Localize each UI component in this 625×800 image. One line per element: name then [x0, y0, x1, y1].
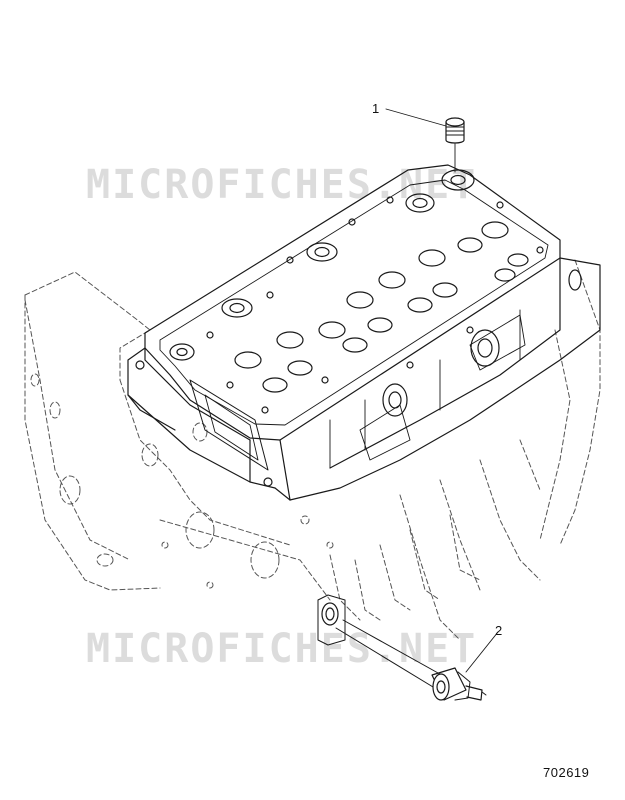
callout-1: 1 — [372, 101, 380, 116]
watermark-bottom: MICROFICHES.NET — [86, 626, 478, 672]
figure-number: 702619 — [543, 765, 590, 780]
engine-block — [24, 259, 601, 641]
part-plug — [445, 117, 465, 173]
leader-lines — [385, 108, 499, 673]
callout-2: 2 — [495, 623, 503, 638]
part-sensor — [317, 594, 487, 701]
cylinder-head — [127, 164, 601, 501]
